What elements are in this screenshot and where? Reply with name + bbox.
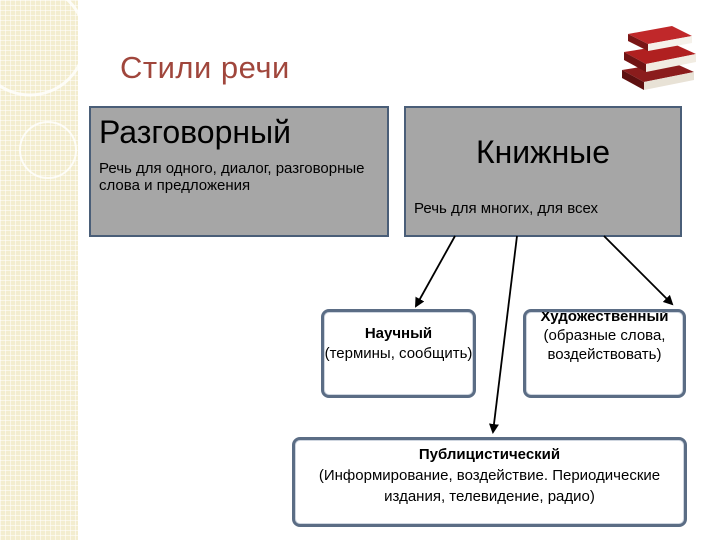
decorative-side-strip	[0, 0, 78, 540]
knizhnye-box: Книжные Речь для многих, для всех	[404, 106, 682, 237]
khudozhestvenny-description: (образные слова, воздействовать)	[543, 327, 666, 363]
arrow-to-nauchny	[415, 235, 456, 308]
razgovorny-description: Речь для одного, диалог, разговорные сло…	[99, 160, 365, 194]
page-title: Стили речи	[120, 50, 290, 85]
knizhnye-heading: Книжные	[475, 134, 611, 170]
arrow-to-publitsistichesky	[489, 235, 518, 434]
knizhnye-description: Речь для многих, для всех	[414, 200, 599, 217]
razgovorny-box: Разговорный Речь для одного, диалог, раз…	[89, 106, 389, 237]
khudozhestvenny-name: Художественный	[540, 309, 669, 325]
decorative-circles	[0, 0, 87, 179]
khudozhestvenny-box: Художественный (образные слова, воздейст…	[523, 309, 686, 398]
publitsistichesky-description: (Информирование, воздействие. Периодичес…	[318, 467, 661, 505]
razgovorny-heading: Разговорный	[99, 114, 291, 150]
publitsistichesky-name: Публицистический	[418, 446, 561, 463]
nauchny-name: Научный	[364, 325, 433, 342]
books-icon	[622, 26, 696, 90]
publitsistichesky-box: Публицистический (Информирование, воздей…	[292, 437, 687, 527]
nauchny-box: Научный (термины, сообщить)	[321, 309, 476, 398]
arrow-to-khudozhestvenny	[603, 235, 674, 306]
nauchny-description: (термины, сообщить)	[324, 345, 473, 362]
